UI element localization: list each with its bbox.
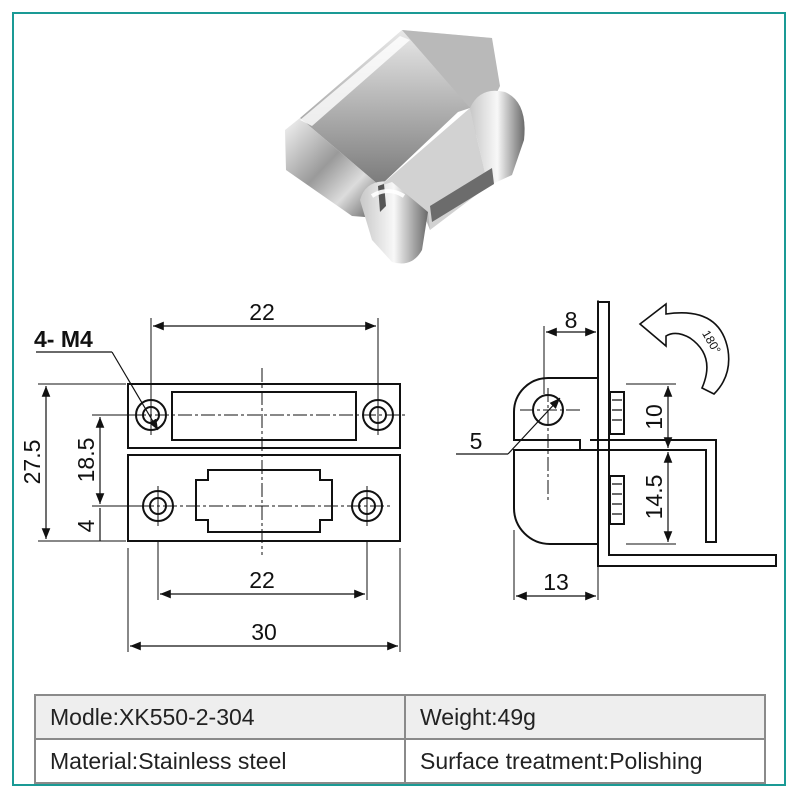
dim-pin-diameter: 5 [470, 428, 483, 454]
spec-table: Modle:XK550-2-304 Weight:49g Material:St… [34, 694, 766, 784]
spec-surface: Surface treatment:Polishing [404, 738, 766, 784]
dim-hole-offset: 4 [73, 519, 99, 532]
dim-bottom-width: 22 [249, 567, 275, 593]
dim-overall-width: 30 [251, 619, 277, 645]
table-row: Modle:XK550-2-304 Weight:49g [34, 694, 766, 740]
dim-top-width: 22 [249, 299, 275, 325]
dim-depth: 13 [543, 569, 569, 595]
dim-lower-height: 14.5 [641, 475, 667, 520]
spec-material: Material:Stainless steel [34, 738, 406, 784]
hinge-product-photo [285, 30, 525, 264]
dim-pin-offset: 8 [565, 307, 578, 333]
spec-model: Modle:XK550-2-304 [34, 694, 406, 740]
table-row: Material:Stainless steel Surface treatme… [34, 738, 766, 784]
spec-weight: Weight:49g [404, 694, 766, 740]
dim-overall-height: 27.5 [19, 440, 45, 485]
side-view [456, 300, 777, 601]
front-view [36, 318, 406, 652]
dim-upper-height: 10 [641, 404, 667, 430]
hole-callout: 4- M4 [34, 326, 93, 352]
dim-hole-spacing: 18.5 [73, 438, 99, 483]
